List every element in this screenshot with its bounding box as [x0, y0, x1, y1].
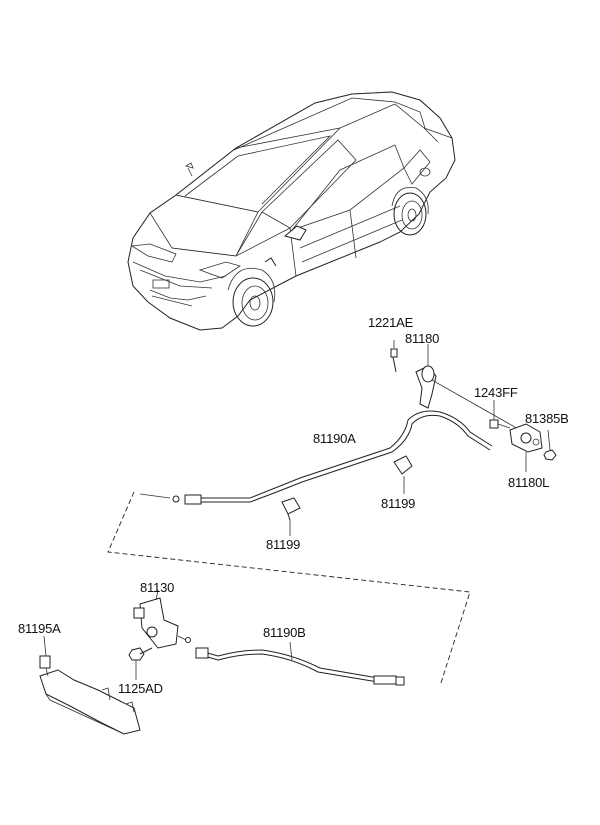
bolt-1125ad-icon — [128, 647, 153, 680]
label-81195a: 81195A — [18, 621, 61, 636]
label-81130: 81130 — [140, 580, 175, 595]
release-handle-icon — [415, 365, 521, 431]
label-81180: 81180 — [405, 331, 440, 346]
release-cable-b — [195, 641, 405, 686]
label-1221ae: 1221AE — [368, 315, 414, 330]
handle-bracket-icon — [509, 423, 543, 472]
bolt-1243ff-icon — [489, 419, 511, 429]
sedan-car-illustration — [127, 91, 456, 331]
label-1125ad: 1125AD — [118, 681, 163, 696]
label-81180l: 81180L — [508, 475, 550, 490]
nut-81385b-icon — [543, 429, 557, 461]
label-1243ff: 1243FF — [474, 385, 518, 400]
latch-support-bracket-icon — [39, 635, 141, 735]
label-81199-lower: 81199 — [266, 537, 301, 552]
label-81385b: 81385B — [525, 411, 569, 426]
release-cable-a — [139, 410, 493, 521]
label-81190a: 81190A — [313, 431, 356, 446]
upper-group-boundary — [107, 491, 471, 687]
label-81190b: 81190B — [263, 625, 306, 640]
bolt-1221ae-icon — [390, 340, 398, 373]
hood-latch-icon — [133, 589, 191, 649]
label-81199-middle: 81199 — [381, 496, 416, 511]
